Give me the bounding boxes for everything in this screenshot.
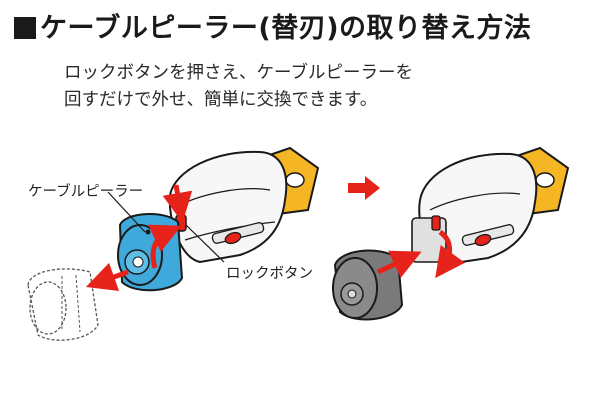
page-title: ケーブルピーラー(替刃)の取り替え方法 [14, 6, 532, 45]
cable-peeler-blue [117, 213, 184, 292]
step-arrow-icon [348, 176, 380, 200]
cable-peeler-leader [107, 191, 146, 233]
label-lock-button: ロックボタン [226, 266, 313, 282]
description-line-1: ロックボタンを押さえ、ケーブルピーラーを [64, 63, 413, 83]
cable-peeler-gray [332, 249, 404, 321]
rotate-arrow-left [148, 224, 182, 269]
title-square-bullet [14, 17, 36, 39]
rotate-arrow-right [435, 229, 465, 279]
insert-arrow-right [376, 250, 422, 278]
lock-button-leader [185, 224, 225, 263]
tool-handle-left [168, 146, 320, 264]
title-text: ケーブルピーラー(替刃)の取り替え方法 [40, 13, 532, 44]
label-cable-peeler: ケーブルピーラー [28, 184, 144, 200]
description: ロックボタンを押さえ、ケーブルピーラーを 回すだけで外せ、簡単に交換できます。 [64, 60, 413, 114]
pull-arrow-left [85, 262, 129, 292]
description-line-2: 回すだけで外せ、簡単に交換できます。 [64, 90, 378, 110]
cable-peeler-outline-ghost [27, 268, 99, 341]
press-arrow-left [162, 184, 193, 223]
tool-handle-right [411, 146, 570, 266]
